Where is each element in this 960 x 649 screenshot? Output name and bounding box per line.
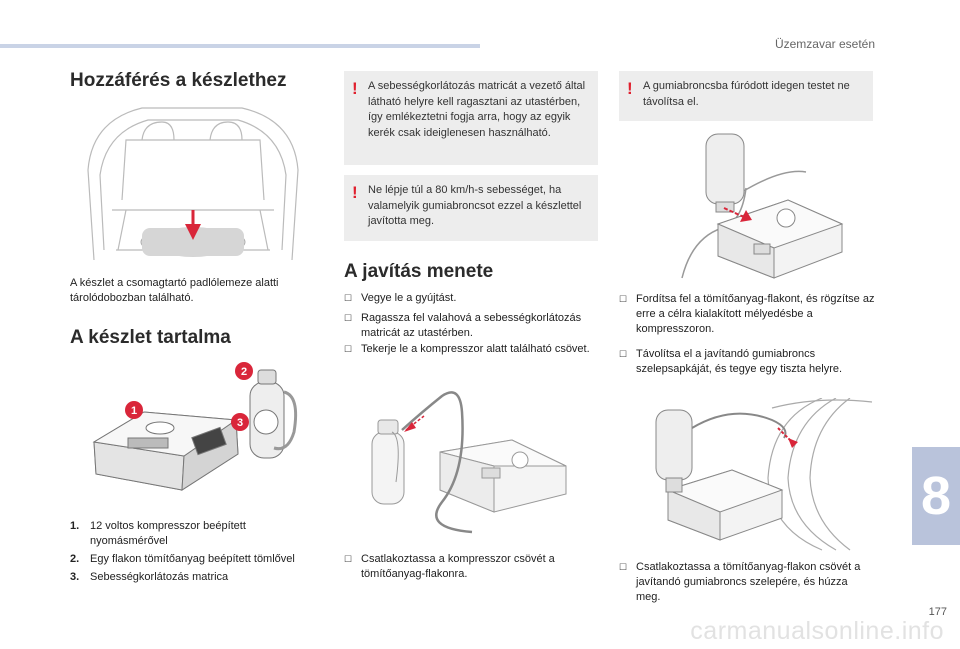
warning-box-speed-sticker: ! A sebességkorlátozás matricát a vezető… [344,71,598,165]
warning-text: Ne lépje túl a 80 km/h-s sebességet, ha … [368,184,582,227]
legend-num: 2. [70,553,80,565]
section-title: Üzemzavar esetén [774,37,875,51]
step-text: Fordítsa fel a tömítőanyag-flakont, és r… [636,293,875,335]
step-text: Távolítsa el a javítandó gumiabroncs sze… [636,348,843,375]
checkbox-icon: ☐ [344,293,353,303]
exclamation-icon: ! [352,183,358,202]
repair-heading: A javítás menete [344,261,494,282]
kit-illustration: 1 2 3 [92,362,298,491]
list-item: ☐ Fordítsa fel a tömítőanyag-flakont, és … [619,292,875,337]
tyre-valve-illustration [655,398,873,551]
hose-connection-illustration [371,391,567,534]
list-item: ☐ Tekerje le a kompresszor alatt találhat… [344,342,600,357]
legend-num: 3. [70,571,80,583]
chapter-number: 8 [920,466,952,526]
step-text: Ragassza fel valahová a sebességkorlátoz… [361,312,582,339]
list-item: ☐ Vegye le a gyújtást. [344,291,600,306]
access-heading: Hozzáférés a készlethez [70,70,287,91]
exclamation-icon: ! [352,79,358,98]
watermark: carmanualsonline.info [690,617,944,645]
legend-item: 3. Sebességkorlátozás matrica [70,570,310,585]
legend-item: 1. 12 voltos kompresszor beépített nyomás… [70,519,310,549]
legend-text: Egy flakon tömítőanyag beépített tömlőve… [90,553,295,565]
warning-box-foreign-object: ! A gumiabroncsba fúródott idegen testet… [619,71,873,121]
legend-text: 12 voltos kompresszor beépített nyomásmé… [90,520,246,547]
access-text: A készlet a csomagtartó padlólemeze alat… [70,277,279,304]
legend-num: 1. [70,520,80,532]
list-item: ☐ Csatlakoztassa a tömítőanyag-flakon csö… [619,560,875,605]
list-item: ☐ Távolítsa el a javítandó gumiabroncs sz… [619,347,875,377]
list-item: ☐ Ragassza fel valahová a sebességkorláto… [344,311,600,341]
warning-text: A gumiabroncsba fúródott idegen testet n… [643,80,850,108]
checkbox-icon: ☐ [344,554,353,564]
step-text: Tekerje le a kompresszor alatt található… [361,343,590,355]
chapter-tab: 8 [912,447,960,545]
header-rule [0,44,480,48]
step-text: Vegye le a gyújtást. [361,292,457,304]
legend-text: Sebességkorlátozás matrica [90,571,229,583]
checkbox-icon: ☐ [344,313,353,323]
connect-step: ☐ Csatlakoztassa a kompresszor csövét a t… [344,552,600,587]
checkbox-icon: ☐ [619,562,628,572]
bottle-mounting-illustration [681,133,844,279]
warning-text: A sebességkorlátozás matricát a vezető á… [368,80,586,139]
callout-3: 3 [237,417,243,429]
warning-box-speed-limit: ! Ne lépje túl a 80 km/h-s sebességet, h… [344,175,598,241]
callout-1: 1 [131,405,137,417]
trunk-illustration [87,107,299,261]
contents-heading: A készlet tartalma [70,327,231,348]
contents-legend: 1. 12 voltos kompresszor beépített nyomás… [70,519,310,588]
checkbox-icon: ☐ [619,294,628,304]
legend-item: 2. Egy flakon tömítőanyag beépített tömlő… [70,552,310,567]
exclamation-icon: ! [627,79,633,98]
checkbox-icon: ☐ [344,344,353,354]
col3-steps: ☐ Fordítsa fel a tömítőanyag-flakont, és … [619,292,875,382]
repair-steps: ☐ Vegye le a gyújtást. ☐ Ragassza fel vala… [344,291,600,362]
checkbox-icon: ☐ [619,349,628,359]
step-text: Csatlakoztassa a tömítőanyag-flakon csöv… [636,561,861,603]
step-text: Csatlakoztassa a kompresszor csövét a tö… [361,553,555,580]
list-item: ☐ Csatlakoztassa a kompresszor csövét a t… [344,552,600,582]
valve-step: ☐ Csatlakoztassa a tömítőanyag-flakon csö… [619,560,875,610]
page-number: 177 [928,606,947,618]
callout-2: 2 [241,366,247,378]
